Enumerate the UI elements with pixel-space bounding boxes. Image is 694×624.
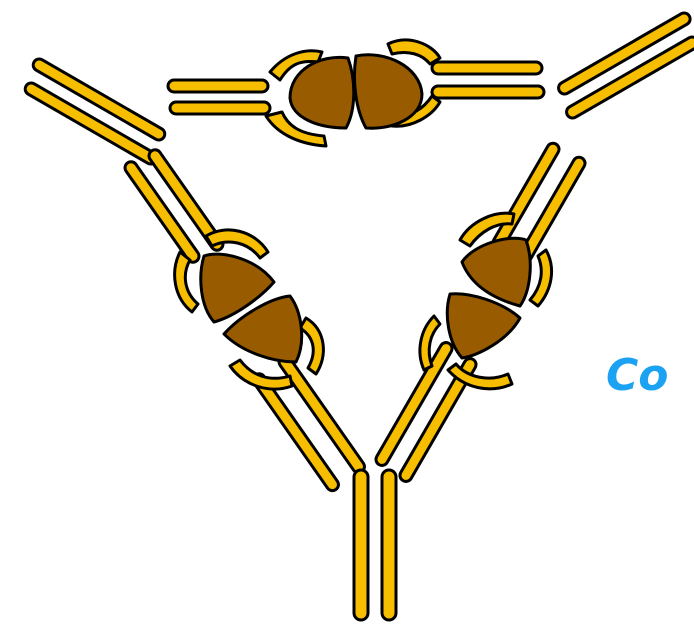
antigen-top [290,55,422,128]
caption-text: Co [606,354,694,398]
antibody-upper-left-stem [23,57,167,166]
antibody-bottom-stem [354,470,396,620]
antigen-right [447,238,530,358]
antigen-left [201,254,302,362]
antibody-upper-right-stem [556,11,694,120]
